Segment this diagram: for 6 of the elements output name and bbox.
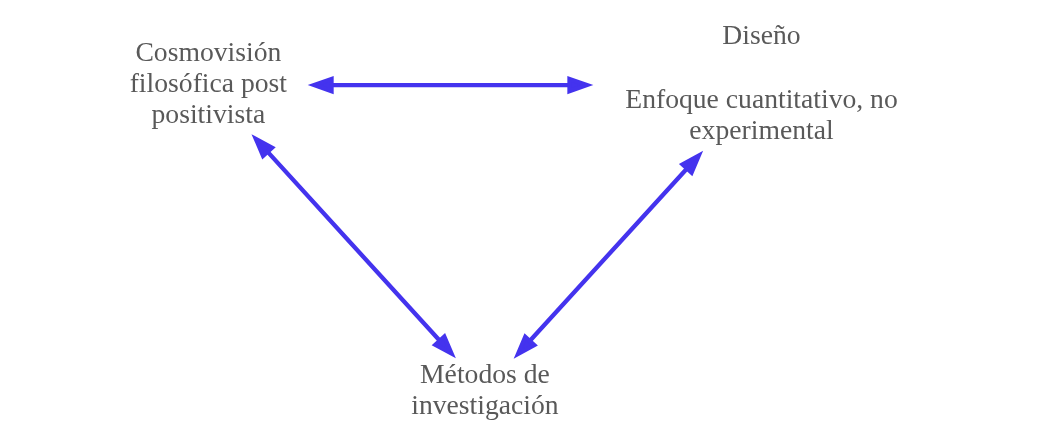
arrow: [251, 134, 456, 359]
node-text: Cosmovisión filosófica post positivista: [129, 35, 288, 129]
node-text: Diseño Enfoque cuantitativo, no experimental: [625, 19, 898, 146]
node-text: Métodos de investigación: [411, 357, 559, 421]
arrow: [307, 76, 594, 95]
arrow: [513, 150, 704, 359]
